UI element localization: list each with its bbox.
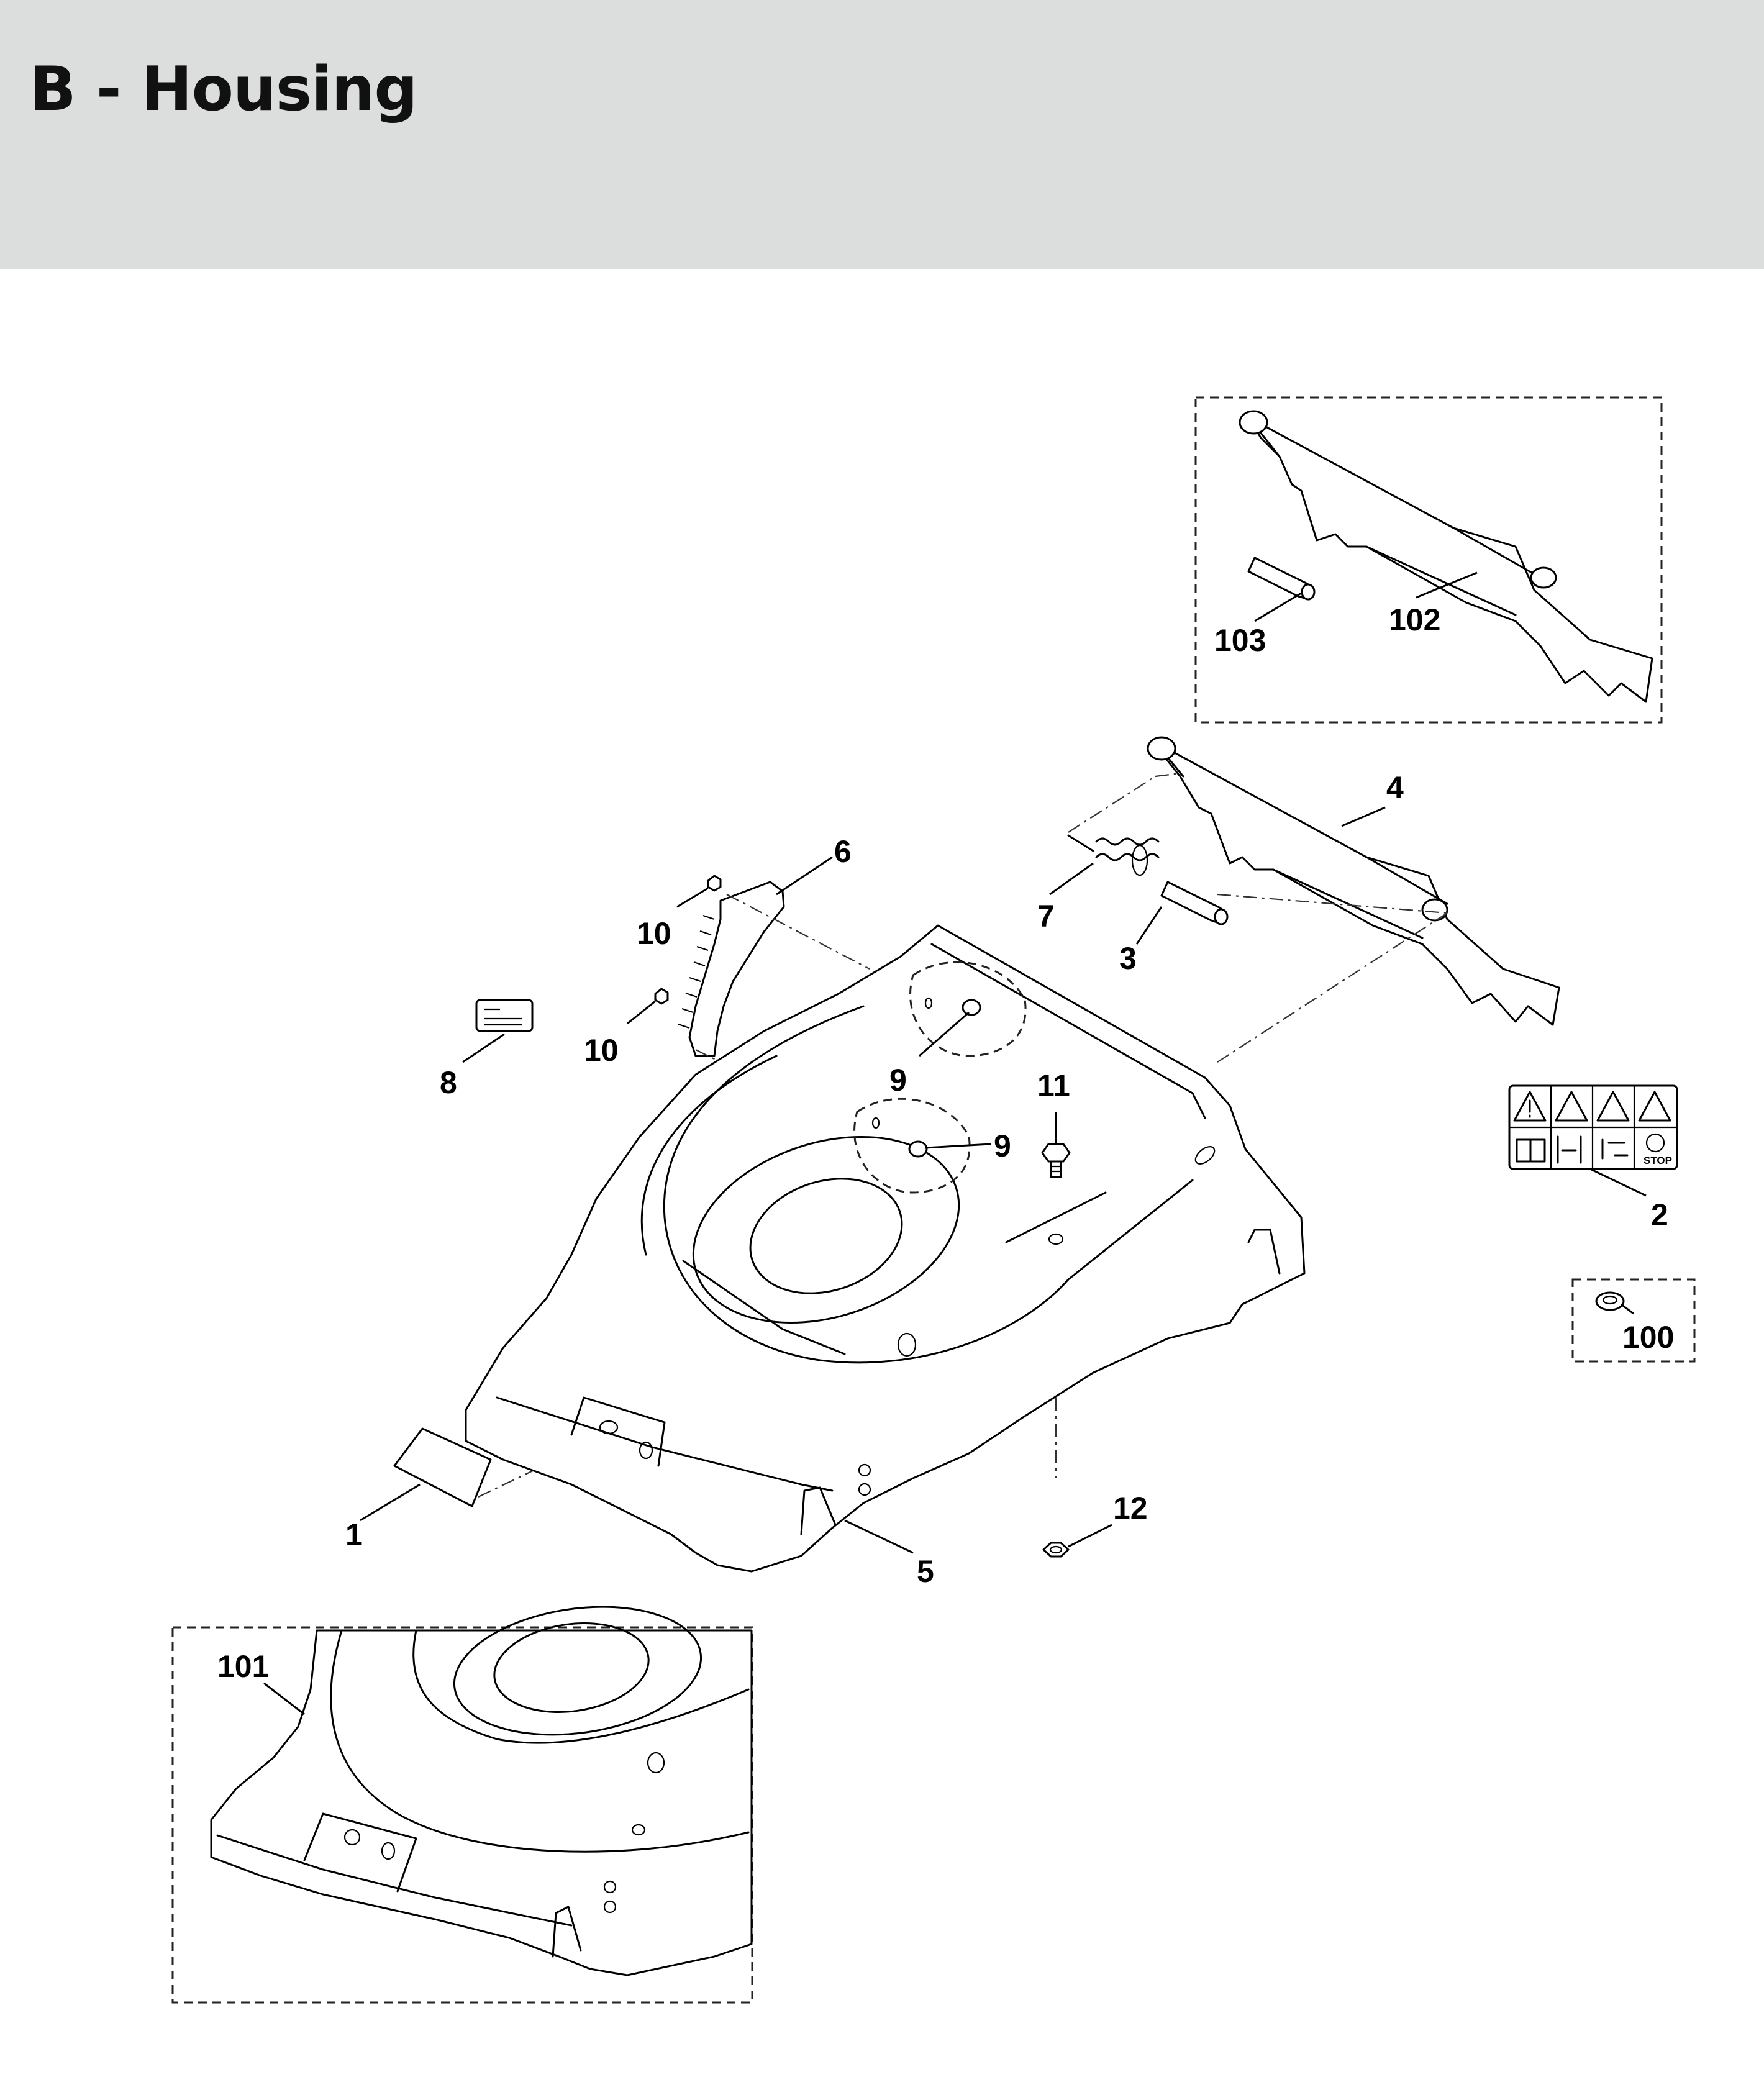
manual-book-icon	[1516, 1138, 1546, 1163]
clip-9-lower	[871, 1117, 928, 1158]
nut-12	[1042, 1542, 1070, 1558]
callout-100: 100	[1622, 1320, 1674, 1355]
inset-box-100	[1571, 1278, 1696, 1363]
warning-triangle-icon	[1638, 1091, 1671, 1122]
warning-triangle-icon	[1513, 1091, 1547, 1122]
height-rack-6	[678, 881, 785, 1057]
callout-10-lower: 10	[584, 1033, 619, 1068]
callout-102: 102	[1389, 602, 1440, 637]
callout-3: 3	[1119, 941, 1137, 976]
callout-5: 5	[917, 1554, 934, 1589]
clip-zone-lower	[853, 1098, 971, 1194]
blade-stop-icon	[1645, 1133, 1665, 1153]
pin-3	[1160, 881, 1229, 925]
page-header: B - Housing	[0, 0, 1764, 269]
callout-6: 6	[834, 834, 852, 869]
deck-housing-alt-101	[210, 1606, 753, 1976]
callout-12: 12	[1113, 1491, 1148, 1525]
rear-flap-alt-part	[1239, 410, 1653, 703]
label-1	[393, 1427, 492, 1507]
callout-1: 1	[345, 1517, 363, 1552]
callout-103: 103	[1214, 623, 1266, 658]
callout-2: 2	[1651, 1198, 1668, 1232]
callout-8: 8	[440, 1065, 457, 1100]
clip-9-upper	[924, 997, 981, 1016]
callout-9-lower: 9	[994, 1129, 1011, 1163]
warning-triangle-icon	[1555, 1091, 1588, 1122]
nut-10-lower	[654, 988, 669, 1005]
rear-flap-part-4	[1147, 736, 1560, 1026]
disconnect-icon	[1601, 1138, 1629, 1160]
callout-9-upper: 9	[889, 1063, 907, 1098]
screw-11	[1041, 1143, 1071, 1178]
nameplate-8	[475, 999, 534, 1032]
nut-10-upper	[707, 875, 722, 892]
inset-box-rear-flap	[1194, 396, 1663, 724]
warning-triangle-icon	[1596, 1091, 1630, 1122]
pin-103	[1247, 557, 1316, 601]
inset-box-101	[171, 1626, 753, 2004]
callout-7: 7	[1037, 899, 1055, 934]
callout-101: 101	[217, 1649, 269, 1684]
callout-10-upper: 10	[637, 916, 671, 951]
page-title: B - Housing	[30, 54, 418, 125]
keep-distance-icon	[1557, 1135, 1582, 1164]
spring-7	[1067, 834, 1160, 876]
warning-decal-2: STOP	[1508, 1084, 1678, 1170]
plug-100	[1595, 1291, 1625, 1311]
callout-4: 4	[1386, 770, 1404, 805]
callout-11: 11	[1037, 1068, 1070, 1103]
clip-zone-upper	[909, 961, 1027, 1057]
deck-housing-5	[465, 924, 1306, 1573]
stop-text: STOP	[1644, 1155, 1672, 1166]
